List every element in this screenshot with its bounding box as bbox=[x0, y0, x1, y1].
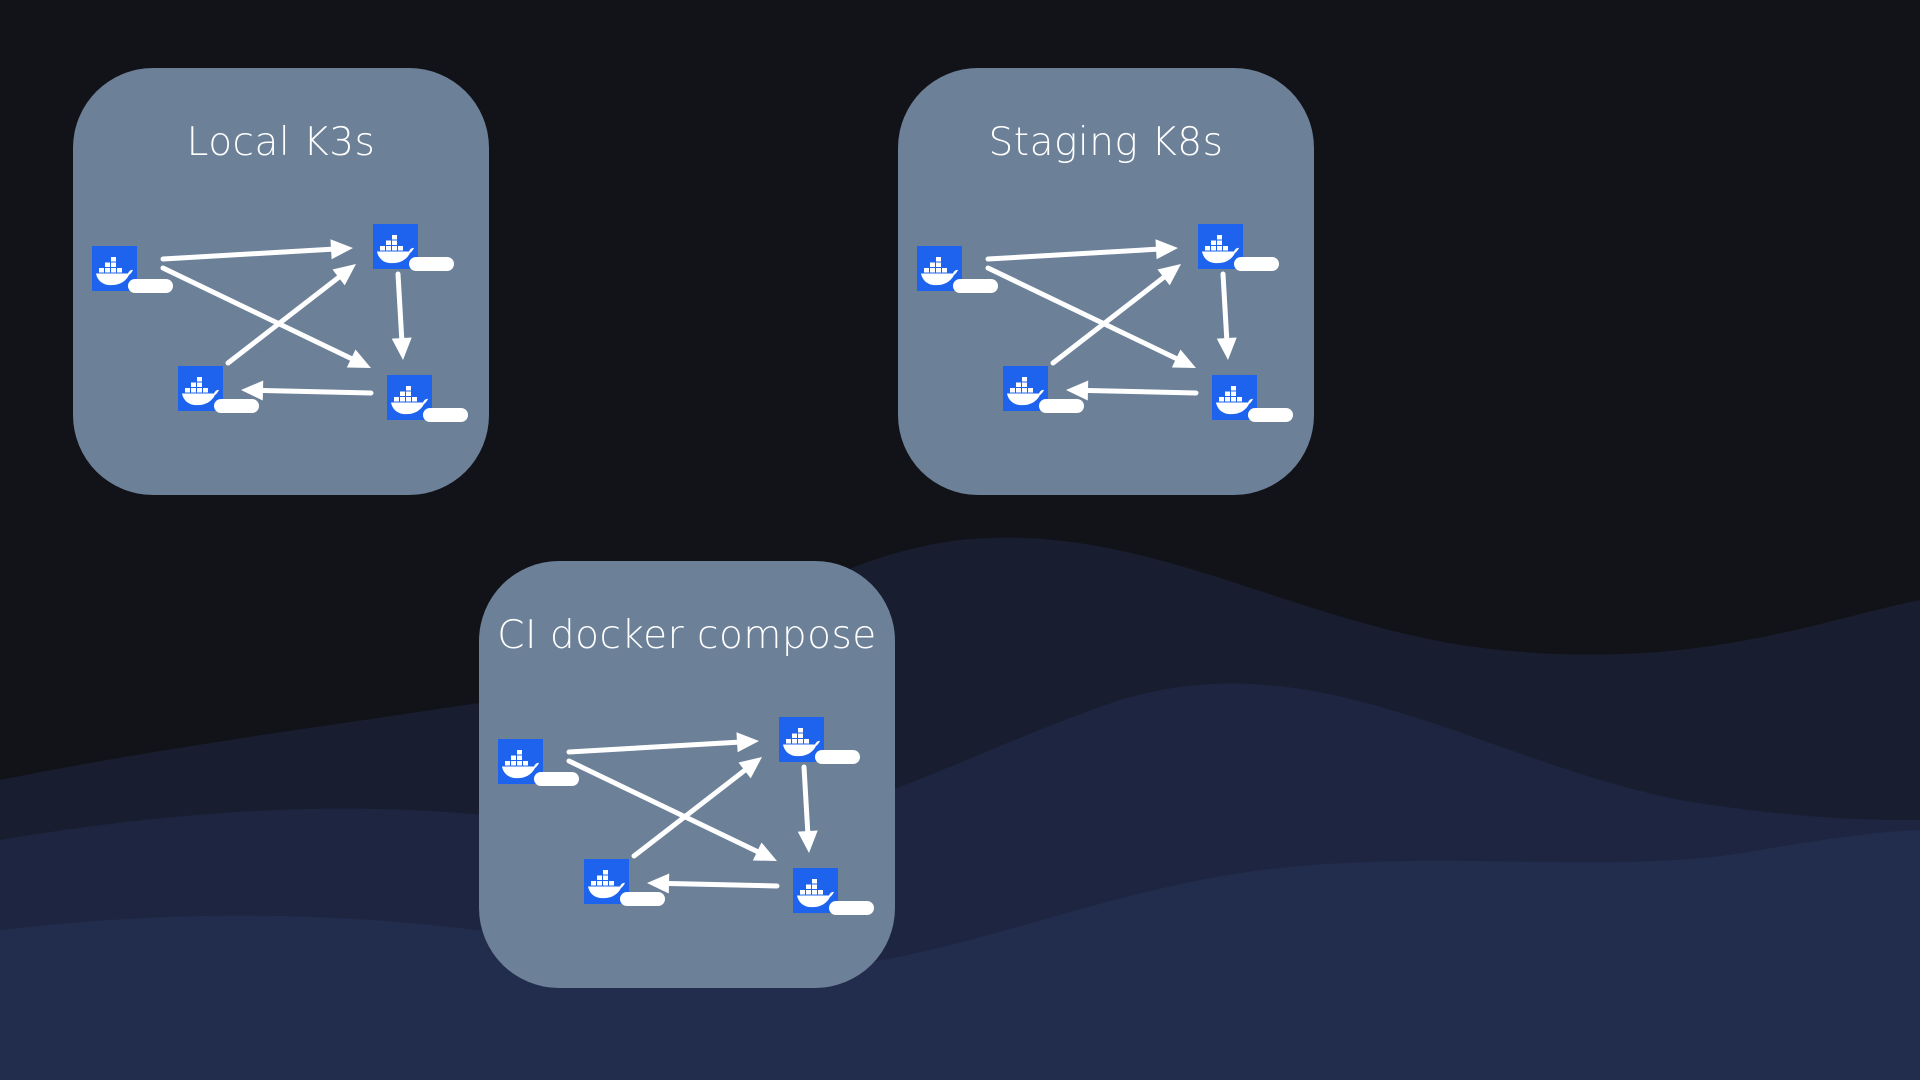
wave-front bbox=[0, 830, 1920, 1080]
node-b bbox=[373, 224, 454, 271]
panel-title: CI docker compose bbox=[497, 613, 877, 658]
service-label-pill bbox=[953, 279, 998, 293]
service-label-pill bbox=[1234, 257, 1279, 271]
service-label-pill bbox=[620, 892, 665, 906]
connection-arrow bbox=[985, 265, 1196, 368]
node-d bbox=[793, 868, 874, 915]
node-c bbox=[584, 859, 665, 906]
service-label-pill bbox=[1039, 399, 1084, 413]
connection-arrow bbox=[160, 265, 371, 368]
connection-arrow bbox=[160, 239, 353, 262]
service-label-pill bbox=[423, 408, 468, 422]
service-label-pill bbox=[534, 772, 579, 786]
service-label-pill bbox=[214, 399, 259, 413]
connection-arrow bbox=[1216, 271, 1237, 360]
node-a bbox=[917, 246, 998, 293]
connection-arrow bbox=[566, 758, 777, 861]
node-c bbox=[1003, 366, 1084, 413]
connection-arrow bbox=[631, 757, 762, 859]
env-panel-local: Local K3s bbox=[73, 68, 489, 495]
service-graph bbox=[917, 224, 1293, 422]
service-label-pill bbox=[1248, 408, 1293, 422]
connection-arrow bbox=[225, 264, 356, 366]
service-label-pill bbox=[829, 901, 874, 915]
service-graph bbox=[498, 717, 874, 915]
node-b bbox=[1198, 224, 1279, 271]
connection-arrow bbox=[647, 873, 780, 894]
panel-title: Staging K8s bbox=[988, 120, 1224, 165]
connection-arrow bbox=[1066, 380, 1199, 401]
connection-arrow bbox=[1050, 264, 1181, 366]
node-d bbox=[387, 375, 468, 422]
node-a bbox=[498, 739, 579, 786]
node-a bbox=[92, 246, 173, 293]
env-panel-staging: Staging K8s bbox=[898, 68, 1314, 495]
connection-arrow bbox=[797, 764, 818, 853]
panel-title: Local K3s bbox=[186, 120, 376, 165]
service-label-pill bbox=[409, 257, 454, 271]
connection-arrow bbox=[985, 239, 1178, 262]
connection-arrow bbox=[391, 271, 412, 360]
node-d bbox=[1212, 375, 1293, 422]
service-graph bbox=[92, 224, 468, 422]
connection-arrow bbox=[241, 380, 374, 401]
service-label-pill bbox=[815, 750, 860, 764]
connection-arrow bbox=[566, 732, 759, 755]
node-c bbox=[178, 366, 259, 413]
env-panel-ci: CI docker compose bbox=[479, 561, 895, 988]
service-label-pill bbox=[128, 279, 173, 293]
node-b bbox=[779, 717, 860, 764]
